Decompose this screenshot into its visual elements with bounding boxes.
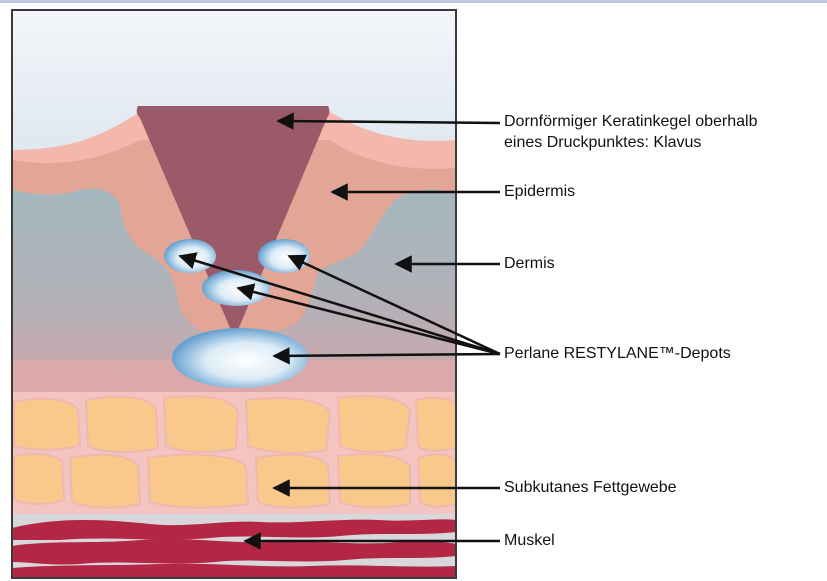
depot-upper-right: [258, 239, 310, 273]
depot-middle: [202, 270, 270, 306]
label-klavus-line2: eines Druckpunktes: Klavus: [504, 132, 757, 153]
label-depots: Perlane RESTYLANE™-Depots: [504, 343, 731, 364]
label-epidermis: Epidermis: [504, 181, 575, 202]
label-dermis: Dermis: [504, 253, 555, 274]
label-klavus: Dornförmiger Keratinkegel oberhalb eines…: [504, 111, 757, 153]
label-fettgewebe: Subkutanes Fettgewebe: [504, 477, 677, 498]
depot-upper-left: [164, 239, 216, 273]
depot-large: [172, 328, 308, 388]
label-klavus-line1: Dornförmiger Keratinkegel oberhalb: [504, 111, 757, 132]
muscle-fibers: [12, 519, 456, 580]
label-muskel: Muskel: [504, 530, 555, 551]
